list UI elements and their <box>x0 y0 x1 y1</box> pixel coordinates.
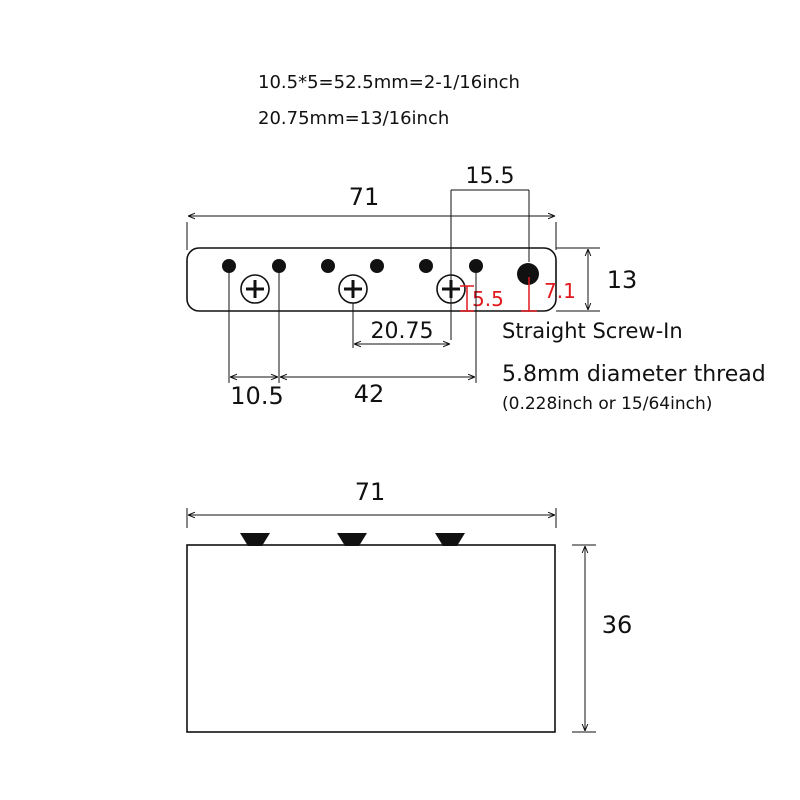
top-width-label: 71 <box>349 183 380 211</box>
pole-piece <box>222 259 236 273</box>
pole-span-label: 42 <box>354 380 385 408</box>
pole-piece <box>272 259 286 273</box>
note-pole-spacing: 10.5*5=52.5mm=2-1/16inch <box>258 72 520 93</box>
pickup-top-body <box>186 247 557 312</box>
screw-icon <box>436 274 466 304</box>
top-view: 71 15.5 13 <box>186 164 638 410</box>
note-screw-spacing: 20.75mm=13/16inch <box>258 108 449 129</box>
spec-type: Straight Screw-In <box>502 319 683 343</box>
pole-piece <box>469 259 483 273</box>
red-dimension-7-1: 7.1 <box>521 277 576 312</box>
offset-label: 15.5 <box>466 164 515 189</box>
screw-icon <box>240 274 270 304</box>
screw-head-icon <box>435 533 465 546</box>
pole-piece <box>321 259 335 273</box>
screw-icon <box>338 274 368 304</box>
side-width-label: 71 <box>355 478 386 506</box>
spec-thread-imperial: (0.228inch or 15/64inch) <box>502 394 712 414</box>
screw-head-icon <box>337 533 367 546</box>
screw-spacing-label: 20.75 <box>371 319 434 344</box>
side-view: 71 36 <box>186 478 633 733</box>
red-dimension-5-5: 5.5 <box>460 285 504 312</box>
pole-spacing-label: 10.5 <box>230 382 283 410</box>
pole-piece <box>370 259 384 273</box>
spec-thread: 5.8mm diameter thread <box>502 362 766 387</box>
screw-head-icon <box>240 533 270 546</box>
mounting-hole <box>517 263 539 285</box>
small-offset-label: 5.5 <box>472 287 504 311</box>
hole-height-label: 7.1 <box>544 279 576 303</box>
side-height-label: 36 <box>602 611 633 639</box>
pickup-side-body <box>186 544 556 733</box>
pole-piece <box>419 259 433 273</box>
top-height-label: 13 <box>607 266 638 294</box>
